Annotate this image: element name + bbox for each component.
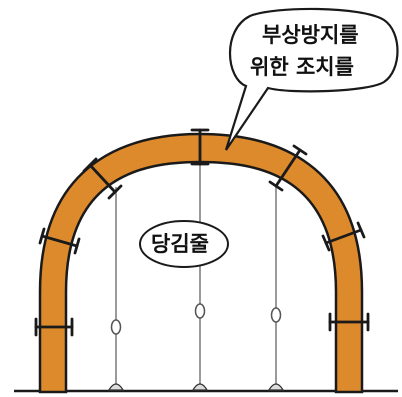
clamp-icon	[321, 221, 366, 252]
callout-bubble	[224, 7, 399, 151]
turnbuckle-icon	[270, 307, 282, 323]
clamp-icon	[268, 144, 308, 192]
ground-anchor-icon	[191, 383, 209, 391]
arch-frame	[38, 132, 364, 394]
turnbuckle-icon	[194, 303, 206, 319]
turnbuckle-icon	[110, 319, 122, 335]
clamp-icon	[38, 227, 81, 255]
callout-line-1: 부상방지를	[262, 23, 359, 47]
clamp-icon	[34, 317, 74, 337]
clamp-icon	[190, 128, 210, 166]
callout-line-2: 위한 조치를	[250, 55, 354, 79]
tension-label-bubble	[139, 220, 229, 268]
ground-anchor-icon	[107, 383, 125, 391]
tension-label: 당김줄	[151, 232, 209, 256]
clamp-icon	[82, 157, 123, 200]
clamp-icon	[328, 312, 370, 332]
ground-anchor-icon	[267, 383, 285, 391]
